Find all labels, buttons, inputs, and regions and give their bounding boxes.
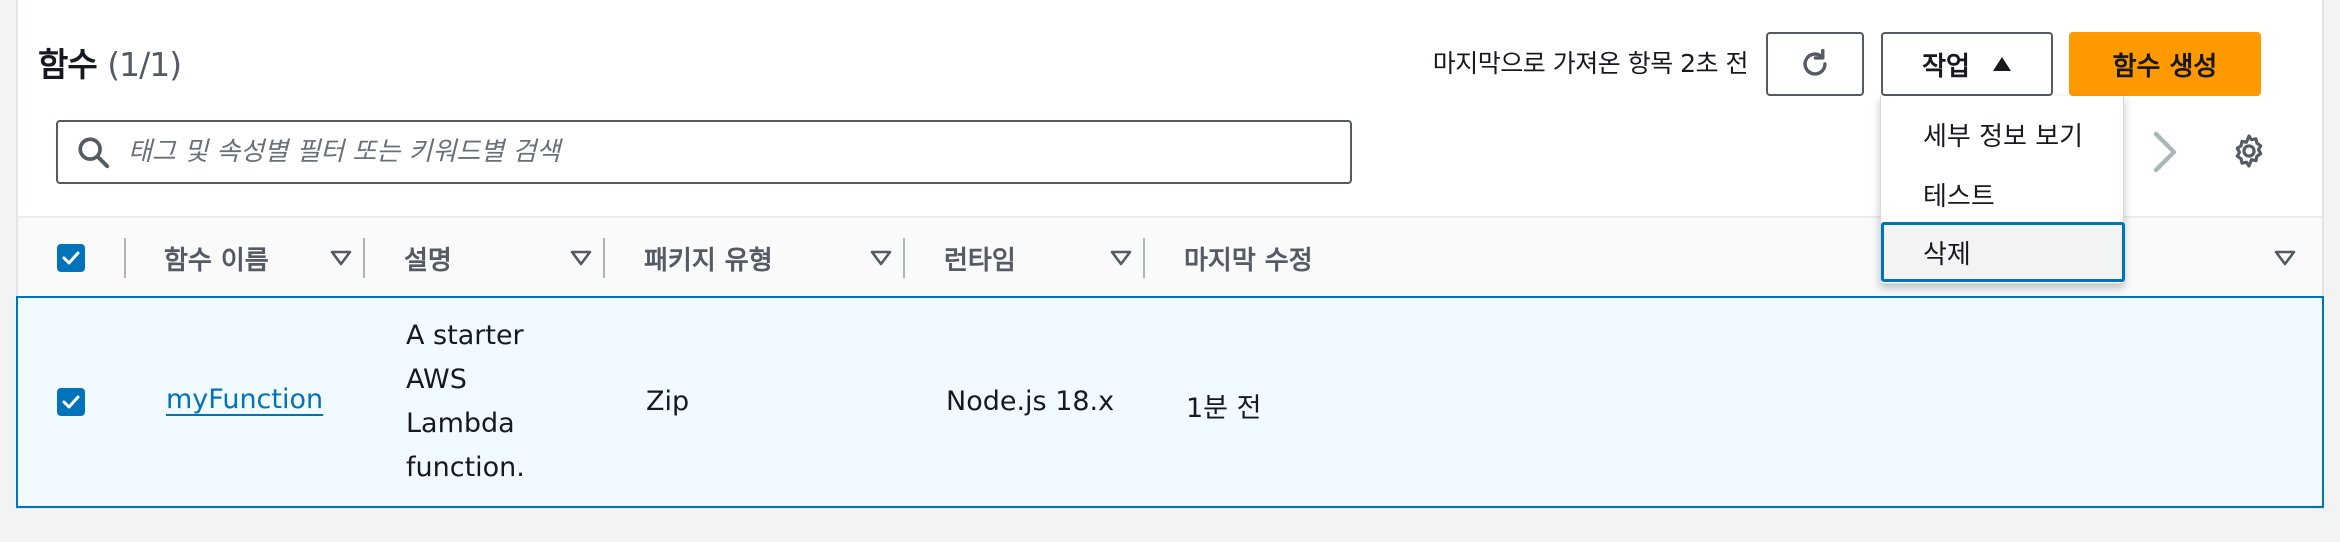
row-checkbox[interactable] [57,388,85,416]
table-row[interactable]: myFunction A starter AWS Lambda function… [16,296,2324,508]
column-label: 마지막 수정 [1184,245,1313,276]
sort-caret-icon [330,250,352,266]
page-title: 함수 (1/1) [38,38,182,86]
sort-caret-icon [570,250,592,266]
column-divider [124,238,126,278]
column-label: 패키지 유형 [644,245,773,276]
description-line: function. [406,452,525,483]
actions-dropdown-menu: 세부 정보 보기 테스트 삭제 [1880,96,2125,284]
sort-caret-icon [2274,250,2296,266]
refresh-button[interactable] [1766,32,1864,96]
check-icon [62,251,80,265]
menu-item-view-details[interactable]: 세부 정보 보기 [1923,121,2084,152]
column-header-runtime[interactable]: 런타임 [944,218,1164,298]
actions-button[interactable]: 작업 [1881,32,2053,96]
refresh-icon [1803,48,1827,76]
column-divider [603,238,605,278]
last-modified-cell: 1분 전 [1186,393,1262,424]
column-header-package-type[interactable]: 패키지 유형 [644,218,924,298]
description-line: Lambda [406,408,515,439]
select-all-checkbox[interactable] [57,244,85,272]
package-type-cell: Zip [646,386,690,417]
runtime-cell: Node.js 18.x [946,386,1115,417]
column-header-name[interactable]: 함수 이름 [164,218,394,298]
description-line: A starter [406,320,524,351]
search-icon [78,137,110,169]
actions-label: 작업 [1922,51,1970,82]
column-divider [363,238,365,278]
chevron-right-icon[interactable] [2150,130,2178,174]
title-text: 함수 [38,45,98,84]
column-divider [1143,238,1145,278]
title-count: (1/1) [107,45,182,84]
column-label: 설명 [404,245,452,276]
gear-icon[interactable] [2230,132,2268,170]
caret-up-icon [1992,57,2011,71]
check-icon [62,395,80,409]
function-name-link[interactable]: myFunction [166,384,324,415]
function-description: A starter AWS Lambda function. [406,314,525,490]
description-line: AWS [406,364,467,395]
sort-caret-icon [870,250,892,266]
last-fetched-status: 마지막으로 가져온 항목 2초 전 [1432,49,1749,78]
menu-item-delete[interactable]: 삭제 [1881,222,2125,282]
sort-caret-icon [1110,250,1132,266]
column-header-description[interactable]: 설명 [404,218,624,298]
search-input[interactable] [128,137,1308,167]
column-label: 함수 이름 [164,245,269,276]
search-bar[interactable] [56,120,1352,184]
create-function-button[interactable]: 함수 생성 [2069,32,2261,96]
menu-item-test[interactable]: 테스트 [1923,181,1995,212]
column-header-last-modified[interactable]: 마지막 수정 [1184,218,2304,298]
column-divider [903,238,905,278]
column-label: 런타임 [944,245,1016,276]
